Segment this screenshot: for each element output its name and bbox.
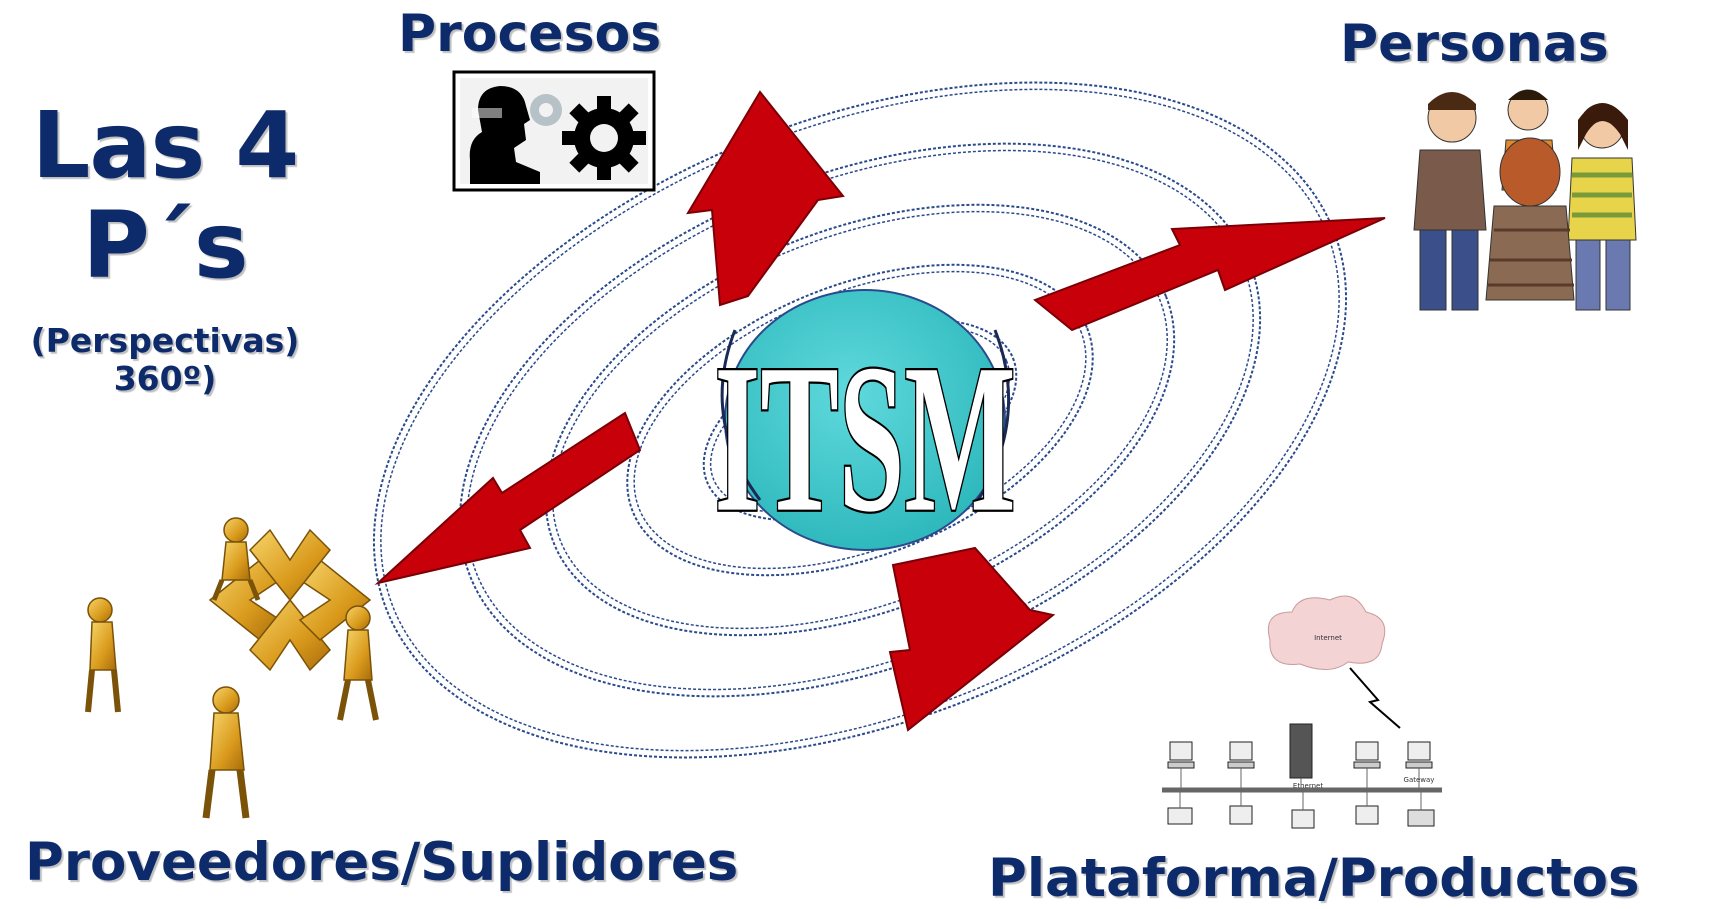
arrow-proveedores	[374, 411, 642, 585]
procesos-image	[452, 70, 656, 192]
label-procesos: Procesos	[398, 4, 662, 64]
main-title: Las 4 P´s	[10, 96, 320, 296]
gold-figure-icon	[337, 605, 379, 721]
laptop-icon	[1167, 790, 1193, 825]
workstation-icon	[1355, 790, 1379, 825]
person-icon	[1567, 103, 1637, 311]
title-line-1: Las 4	[31, 92, 300, 199]
person-icon	[1413, 92, 1487, 311]
workstation-icon	[1291, 790, 1315, 829]
arrow-procesos	[686, 90, 845, 307]
cloud-icon: Internet	[1267, 595, 1386, 670]
itsm-label: ITSM	[714, 322, 1015, 557]
ethernet-label: Ethernet	[1293, 782, 1323, 790]
gold-figure-icon	[202, 686, 250, 819]
small-gear-icon	[530, 94, 562, 126]
gold-figure-icon	[211, 517, 261, 601]
plataforma-image: Internet Ethernet Gateway	[1162, 595, 1442, 829]
gateway-icon: Gateway	[1404, 741, 1435, 790]
title-line-2: P´s	[82, 192, 248, 299]
gateway-label: Gateway	[1404, 776, 1435, 784]
lightning-icon	[1349, 667, 1401, 729]
arrow-plataforma	[888, 546, 1056, 732]
personas-image	[1413, 89, 1637, 311]
printer-icon	[1407, 790, 1435, 827]
workstation-icon	[1229, 790, 1253, 825]
label-plataforma: Plataforma/Productos	[988, 848, 1640, 909]
arrows	[374, 90, 1386, 732]
internet-label: Internet	[1314, 634, 1342, 642]
gear-icon	[562, 96, 646, 180]
person-icon	[1485, 137, 1575, 301]
server-icon	[1289, 723, 1313, 790]
workstation-icon	[1227, 741, 1255, 790]
subtitle-line-1: (Perspectivas)	[30, 321, 300, 360]
workstation-icon	[1353, 741, 1381, 790]
workstation-icon	[1167, 741, 1195, 790]
itsm-center: ITSM	[713, 289, 1017, 558]
proveedores-image	[85, 517, 379, 819]
gold-figure-icon	[85, 597, 121, 713]
arrow-personas	[1033, 217, 1386, 332]
label-personas: Personas	[1340, 14, 1609, 74]
puzzle-arrows-icon	[208, 528, 372, 672]
subtitle-line-2: 360º)	[113, 359, 217, 398]
label-proveedores: Proveedores/Suplidores	[25, 832, 739, 893]
